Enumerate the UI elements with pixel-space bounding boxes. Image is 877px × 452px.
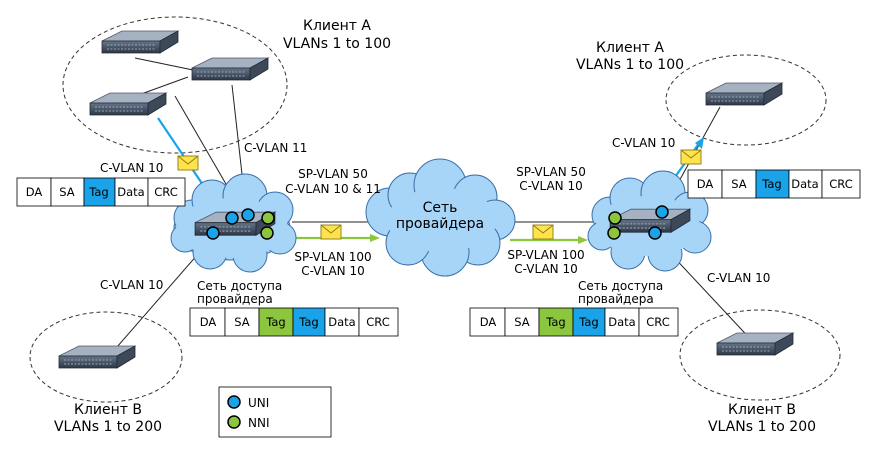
uni-port (206, 226, 220, 240)
frame-cell-tag: Tag (298, 315, 318, 329)
ethernet-frame-qinq-right (469, 307, 679, 337)
frame-cell-crc: CRC (646, 315, 669, 329)
frame-cell-tag: Tag (578, 315, 598, 329)
client-vlans: VLANs 1 to 100 (576, 57, 684, 73)
client-ellipses (29, 16, 841, 403)
vlan-label: C-VLAN 10 (612, 136, 675, 150)
frame-cell-data: Data (791, 177, 818, 191)
frame-cell-da: DA (200, 315, 217, 329)
uni-port (648, 226, 662, 240)
switch-client-a-left-2 (191, 57, 269, 81)
legend: UNI NNI (218, 386, 332, 438)
vlan-label: SP-VLAN 50 (298, 167, 368, 181)
port-markers (206, 205, 669, 240)
access-network-label: Сеть доступа (197, 279, 282, 293)
frame-cell-crc: CRC (829, 177, 852, 191)
client-label: Клиент B (74, 402, 142, 418)
frame-cell-tag: Tag (761, 177, 781, 191)
frame-cell-da: DA (26, 185, 43, 199)
frame-cell-crc: CRC (154, 185, 177, 199)
switch-client-a-left-3 (89, 92, 167, 116)
uni-port (655, 205, 669, 219)
frame-cell-sa: SA (59, 185, 75, 199)
nni-port (260, 226, 274, 240)
frame-cell-sa: SA (234, 315, 250, 329)
frame-cell-data: Data (328, 315, 355, 329)
frame-cell-tag: Tag (265, 315, 285, 329)
uni-legend-icon (227, 395, 241, 409)
switch-client-b-right (716, 332, 794, 356)
frame-cell-data: Data (117, 185, 144, 199)
frame-cell-data: Data (608, 315, 635, 329)
vlan-label: C-VLAN 10 (100, 161, 163, 175)
vlan-label: C-VLAN 10 (100, 278, 163, 292)
frame-cell-crc: CRC (366, 315, 389, 329)
provider-network-label: провайдера (396, 216, 484, 232)
client-label: Клиент A (303, 18, 371, 34)
envelope-icon (532, 224, 554, 240)
envelope-icon (320, 224, 342, 240)
frame-cell-da: DA (697, 177, 714, 191)
client-label: Клиент A (596, 40, 664, 56)
access-network-label: провайдера (578, 292, 654, 306)
uni-port (225, 211, 239, 225)
switch-client-b-left (58, 345, 136, 369)
frame-cell-sa: SA (731, 177, 747, 191)
client-vlans: VLANs 1 to 200 (708, 419, 816, 435)
ethernet-frame-ctag-right (687, 169, 861, 199)
vlan-label: SP-VLAN 100 (507, 248, 584, 262)
access-network-label: Сеть доступа (578, 279, 663, 293)
provider-cloud (365, 158, 516, 277)
vlan-label: C-VLAN 10 (519, 179, 582, 193)
nni-port (607, 226, 621, 240)
vlan-label: C-VLAN 10 (301, 264, 364, 278)
switch-client-a-left-1 (101, 30, 179, 54)
client-b-right-area (679, 309, 841, 401)
frame-cell-tag: Tag (88, 185, 108, 199)
envelope-icon (680, 149, 702, 165)
legend-uni-label: UNI (248, 396, 269, 410)
ethernet-frame-qinq-left (189, 307, 399, 337)
nni-port (608, 211, 622, 225)
client-vlans: VLANs 1 to 200 (54, 419, 162, 435)
frame-cell-sa: SA (514, 315, 530, 329)
ethernet-frame-ctag-left (16, 177, 186, 207)
vlan-label: C-VLAN 11 (244, 141, 307, 155)
switch-client-a-right (705, 82, 783, 106)
access-network-label: провайдера (197, 292, 273, 306)
vlan-label: C-VLAN 10 (514, 262, 577, 276)
vlan-label: SP-VLAN 50 (516, 165, 586, 179)
uni-port (241, 208, 255, 222)
client-label: Клиент B (728, 402, 796, 418)
envelope-icon (177, 155, 199, 171)
provider-network-label: Сеть (423, 200, 458, 216)
client-a-right-area (665, 54, 827, 146)
vlan-label: C-VLAN 10 (707, 271, 770, 285)
legend-nni-label: NNI (248, 416, 270, 430)
nni-legend-icon (227, 415, 241, 429)
client-vlans: VLANs 1 to 100 (283, 36, 391, 52)
frame-cell-tag: Tag (545, 315, 565, 329)
vlan-label: SP-VLAN 100 (294, 250, 371, 264)
client-a-left-area (62, 16, 288, 154)
vlan-label: C-VLAN 10 & 11 (285, 182, 381, 196)
frame-cell-da: DA (480, 315, 497, 329)
nni-port (261, 211, 275, 225)
client-b-left-area (29, 311, 183, 403)
